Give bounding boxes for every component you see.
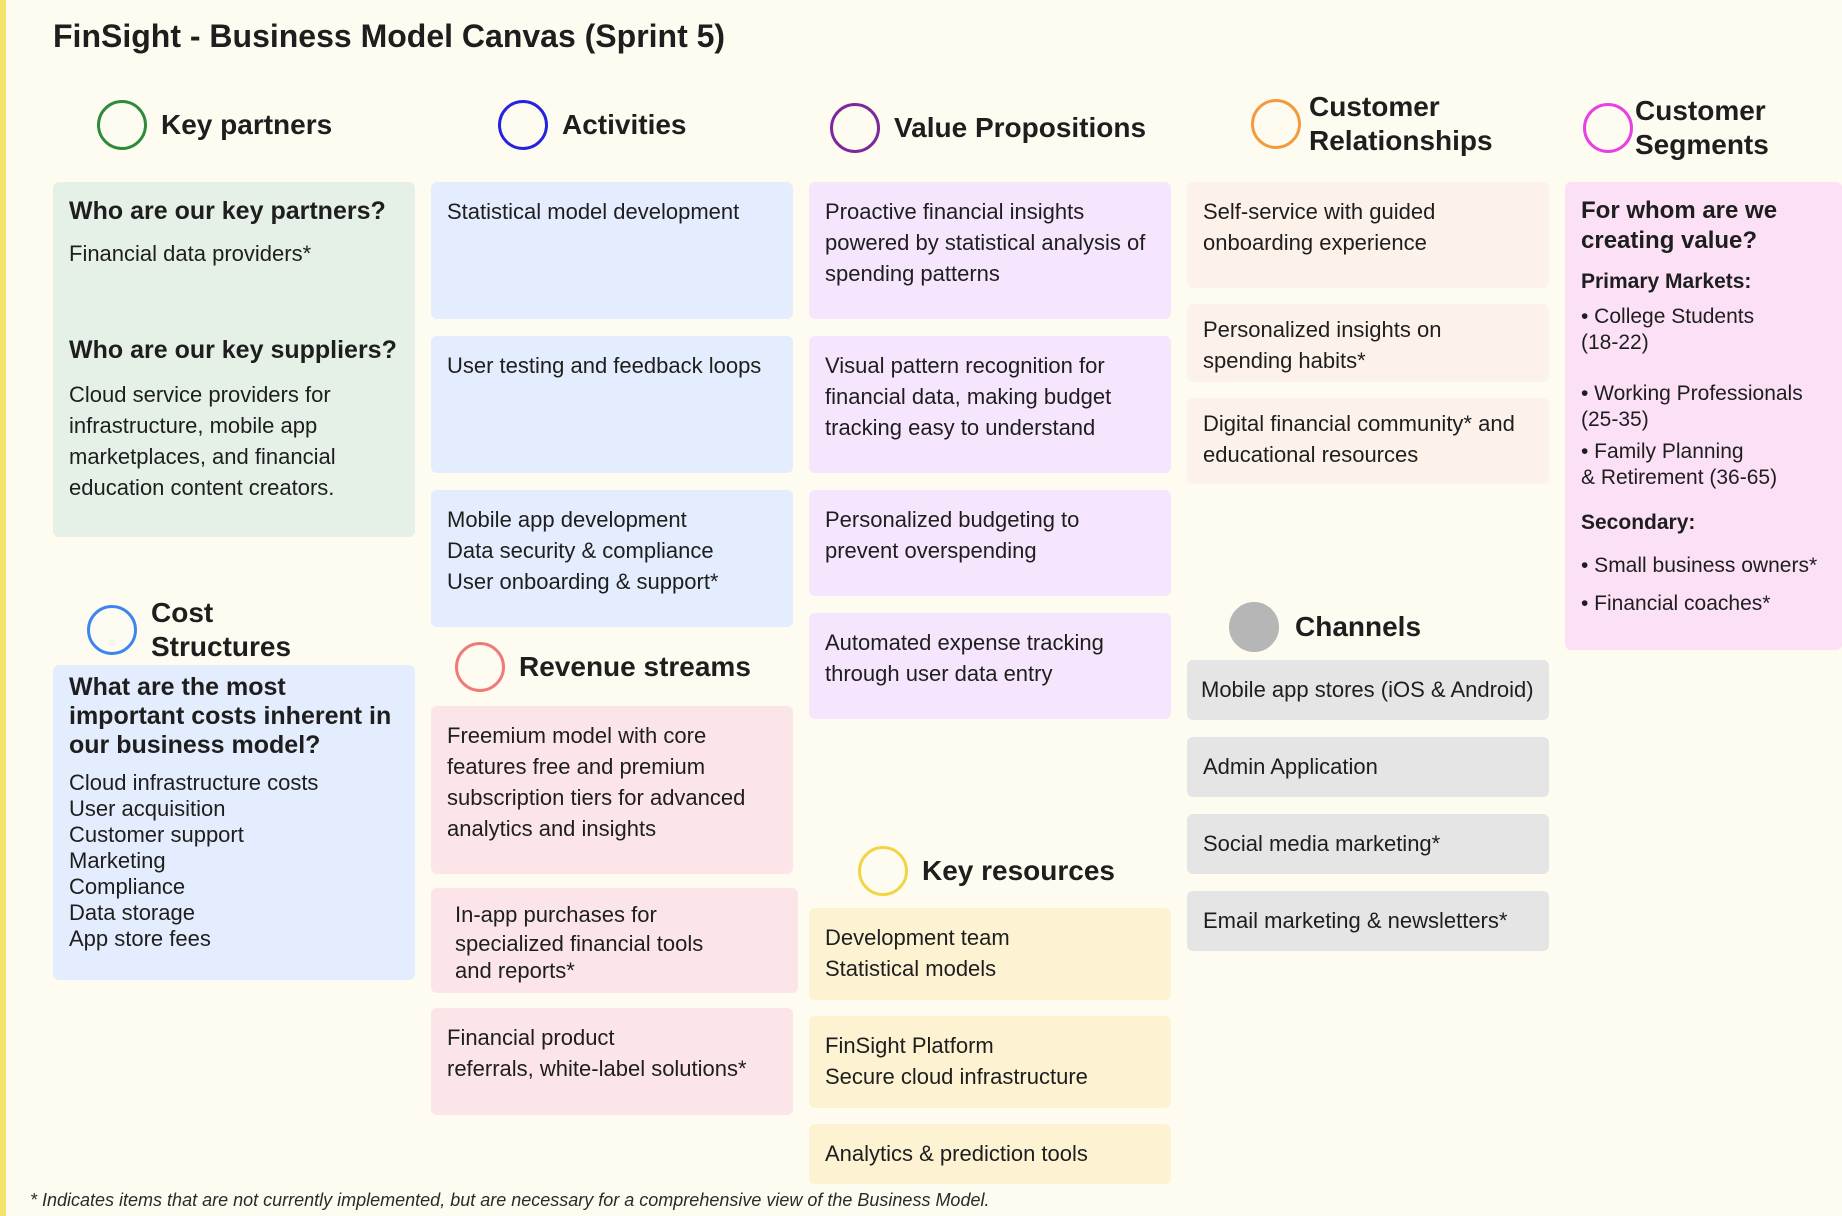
key-suppliers-answer: Cloud service providers for infrastructu… (69, 382, 336, 500)
customer-segments-question: For whom are we creating value? (1581, 197, 1778, 254)
key-resources-header: Key resources (858, 846, 1115, 896)
secondary-list: • Small business owners* • Financial coa… (1581, 547, 1842, 623)
key-resource-card[interactable]: Analytics & prediction tools (809, 1124, 1171, 1184)
key-suppliers-question: Who are our key suppliers? (69, 336, 397, 364)
revenue-streams-card[interactable]: In-app purchases for specialized financi… (431, 888, 798, 993)
list-item: Compliance (69, 874, 186, 899)
key-resources-title: Key resources (922, 855, 1116, 886)
list-item: (25-35) (1581, 408, 1649, 431)
value-propositions-title: Value Propositions (894, 112, 1147, 143)
circle-icon (97, 100, 147, 150)
key-partners-title: Key partners (161, 109, 333, 140)
circle-icon (830, 103, 880, 153)
customer-segments-header: Customer Segments (1583, 94, 1769, 162)
list-item: Marketing (69, 848, 166, 873)
value-proposition-card[interactable]: Visual pattern recognition for financial… (809, 336, 1171, 473)
list-item: User acquisition (69, 796, 226, 821)
circle-icon (1583, 103, 1633, 153)
activities-title: Activities (562, 109, 687, 140)
key-partners-question: Who are our key partners? (69, 197, 386, 225)
revenue-streams-title: Revenue streams (519, 651, 751, 682)
page-title: FinSight - Business Model Canvas (Sprint… (53, 18, 726, 54)
list-item: • Family Planning (1581, 440, 1744, 463)
activities-card[interactable]: Statistical model development (431, 182, 793, 319)
customer-relationship-card[interactable]: Digital financial community* and educati… (1187, 398, 1549, 484)
secondary-label: Secondary: (1581, 511, 1696, 534)
revenue-streams-header: Revenue streams (455, 642, 751, 692)
value-proposition-card[interactable]: Automated expense tracking through user … (809, 613, 1171, 719)
channel-card[interactable]: Social media marketing* (1187, 814, 1549, 874)
value-proposition-card[interactable]: Proactive financial insights powered by … (809, 182, 1171, 319)
circle-icon (455, 642, 505, 692)
list-item: (18-22) (1581, 331, 1649, 354)
key-resource-card[interactable]: Development team Statistical models (809, 908, 1171, 1000)
activities-card[interactable]: User testing and feedback loops (431, 336, 793, 473)
customer-relationship-card[interactable]: Personalized insights on spending habits… (1187, 304, 1549, 382)
circle-icon (498, 100, 548, 150)
list-item: App store fees (69, 926, 211, 951)
primary-markets-list: • College Students (18-22) • Working Pro… (1581, 304, 1842, 491)
revenue-streams-card[interactable]: Freemium model with core features free a… (431, 706, 793, 874)
list-item: Data storage (69, 900, 195, 925)
channels-header: Channels (1229, 602, 1421, 652)
list-item: • Small business owners* (1581, 554, 1818, 577)
cost-structures-question: What are the most important costs inhere… (69, 673, 392, 759)
value-proposition-card[interactable]: Personalized budgeting to prevent oversp… (809, 490, 1171, 596)
key-partners-answer: Financial data providers* (69, 241, 312, 266)
list-item: Customer support (69, 822, 244, 847)
list-item: • Financial coaches* (1581, 592, 1771, 615)
circle-icon (1229, 602, 1279, 652)
customer-relationships-header: Customer Relationships (1251, 90, 1493, 158)
primary-markets-label: Primary Markets: (1581, 270, 1752, 293)
customer-relationship-card[interactable]: Self-service with guided onboarding expe… (1187, 182, 1549, 288)
key-partners-card[interactable]: Who are our key partners? Financial data… (53, 182, 415, 537)
footnote: * Indicates items that are not currently… (30, 1190, 990, 1210)
list-item: & Retirement (36-65) (1581, 466, 1778, 489)
channels-title: Channels (1295, 611, 1422, 642)
list-item: • College Students (1581, 305, 1755, 328)
cost-structures-header: Cost Structures (87, 596, 291, 664)
left-edge-bar (0, 0, 6, 1216)
list-item: • Working Professionals (1581, 382, 1803, 405)
activities-card[interactable]: Mobile app development Data security & c… (431, 490, 793, 627)
list-item: Cloud infrastructure costs (69, 770, 319, 795)
revenue-streams-card[interactable]: Financial product referrals, white-label… (431, 1008, 793, 1115)
circle-icon (87, 605, 137, 655)
circle-icon (858, 846, 908, 896)
cost-structures-list: Cloud infrastructure costs User acquisit… (69, 770, 399, 952)
circle-icon (1251, 99, 1301, 149)
cost-structures-card[interactable]: What are the most important costs inhere… (53, 665, 415, 980)
cost-structures-title: Cost Structures (151, 597, 292, 662)
value-propositions-header: Value Propositions (830, 103, 1146, 153)
activities-header: Activities (498, 100, 687, 150)
customer-relationships-title: Customer Relationships (1309, 91, 1493, 156)
channel-card[interactable]: Admin Application (1187, 737, 1549, 797)
key-partners-header: Key partners (97, 100, 332, 150)
key-resource-card[interactable]: FinSight Platform Secure cloud infrastru… (809, 1016, 1171, 1108)
channel-card[interactable]: Email marketing & newsletters* (1187, 891, 1549, 951)
channel-card[interactable]: Mobile app stores (iOS & Android) (1187, 660, 1549, 720)
customer-segments-card[interactable]: For whom are we creating value? Primary … (1565, 182, 1842, 650)
customer-segments-title: Customer Segments (1635, 95, 1769, 160)
